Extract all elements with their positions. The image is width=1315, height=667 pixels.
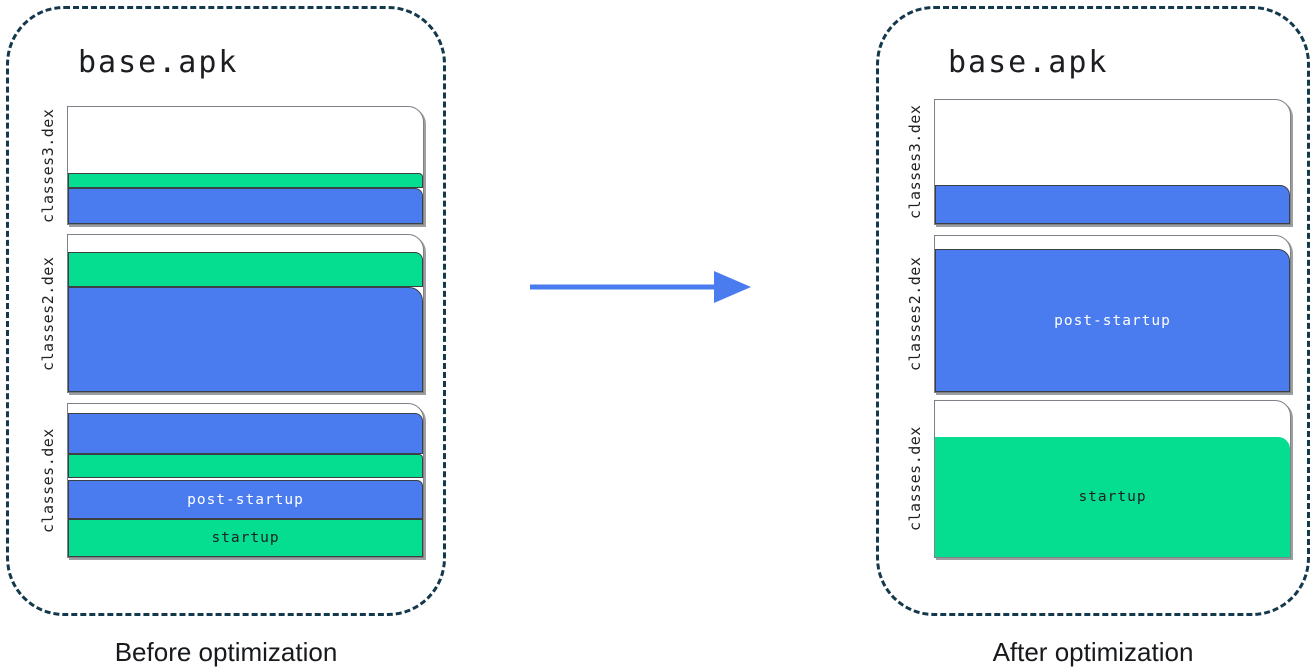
dex-file-label: classes.dex — [39, 428, 57, 533]
caption-after: After optimization — [992, 637, 1194, 667]
apk-container-after: base.apk classes3.dex classes2.dex post-… — [876, 6, 1310, 616]
dex-file-label: classes2.dex — [906, 256, 924, 372]
dex-file-page: startup — [934, 400, 1291, 558]
dex-file-label: classes3.dex — [39, 108, 57, 223]
right-arrow-icon — [530, 271, 751, 303]
dex-file-page — [67, 234, 424, 393]
apk-title: base.apk — [78, 45, 239, 80]
transform-arrow — [527, 268, 753, 306]
dex-segment-blue — [935, 185, 1290, 224]
dex-segment-blue — [68, 413, 423, 454]
dex-segment-green: startup — [68, 519, 423, 557]
dex-segment-blue — [68, 188, 423, 224]
dex-segment-blue: post-startup — [935, 249, 1290, 392]
dex-segment-green — [68, 454, 423, 478]
dex-segment-green — [68, 173, 423, 188]
dex-file-page: post-startup — [934, 235, 1291, 393]
dex-file-page — [67, 106, 424, 225]
dex-segment-green — [68, 252, 423, 287]
dex-file-label: classes3.dex — [906, 104, 924, 220]
caption-before: Before optimization — [114, 637, 338, 667]
dex-file-page — [934, 99, 1291, 225]
dex-segment-green: startup — [935, 437, 1290, 557]
dex-file-label: classes2.dex — [39, 256, 57, 371]
apk-title: base.apk — [948, 45, 1109, 80]
dex-file-label: classes.dex — [906, 426, 924, 532]
dex-segment-blue — [68, 287, 423, 392]
dex-segment-blue: post-startup — [68, 480, 423, 519]
apk-container-before: base.apk classes3.dex classes2.dex class… — [6, 6, 446, 616]
